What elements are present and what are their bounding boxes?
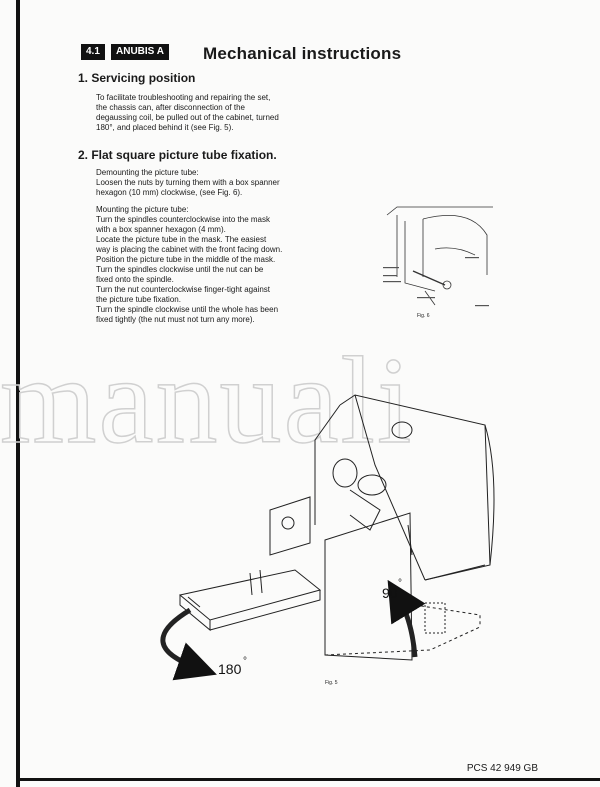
- text-line: the chassis can, after disconnection of …: [96, 103, 245, 112]
- text-line: fixed tightly (the nut must not turn any…: [96, 315, 255, 324]
- document-code: PCS 42 949 GB: [466, 763, 538, 774]
- text-line: way is placing the cabinet with the fron…: [96, 245, 283, 254]
- watermark-text: manuali: [0, 331, 414, 460]
- text-line: the picture tube fixation.: [96, 295, 181, 304]
- fig6-illustration: [383, 206, 493, 307]
- fig6-caption: Fig. 6: [417, 313, 430, 319]
- section-number-badge: 4.1: [81, 44, 105, 60]
- text-line: Locate the picture tube in the mask. The…: [96, 235, 267, 244]
- section1-heading: 1. Servicing position: [78, 71, 196, 85]
- text-line: 180°, and placed behind it (see Fig. 5).: [96, 123, 234, 132]
- text-line: with a box spanner hexagon (4 mm).: [96, 225, 226, 234]
- degree-symbol-180: °: [243, 656, 247, 667]
- section2-heading: 2. Flat square picture tube fixation.: [78, 148, 277, 162]
- text-line: To facilitate troubleshooting and repair…: [96, 93, 271, 102]
- text-line: hexagon (10 mm) clockwise, (see Fig. 6).: [96, 188, 243, 197]
- demount-text: Demounting the picture tube: Loosen the …: [96, 168, 280, 198]
- fig5-illustration: 180 ° 90 °: [160, 394, 495, 681]
- text-line: Loosen the nuts by turning them with a b…: [96, 178, 280, 187]
- degree-symbol-90: °: [398, 578, 402, 589]
- text-line: Demounting the picture tube:: [96, 168, 199, 177]
- model-badge: ANUBIS A: [111, 44, 169, 60]
- text-line: Turn the spindle clockwise until the who…: [96, 305, 279, 314]
- text-line: Turn the spindles counterclockwise into …: [96, 215, 271, 224]
- section1-text: To facilitate troubleshooting and repair…: [96, 93, 279, 133]
- mount-text: Mounting the picture tube: Turn the spin…: [96, 205, 282, 325]
- fig5-caption: Fig. 5: [325, 680, 338, 686]
- text-line: Position the picture tube in the middle …: [96, 255, 276, 264]
- text-line: Turn the nut counterclockwise finger-tig…: [96, 285, 271, 294]
- text-line: Mounting the picture tube:: [96, 205, 189, 214]
- watermark: manuali: [0, 330, 600, 460]
- page-bottom-border: [18, 778, 600, 781]
- angle-180-label: 180: [218, 661, 242, 677]
- text-line: Turn the spindles clockwise until the nu…: [96, 265, 264, 274]
- angle-90-label: 90: [382, 585, 398, 601]
- text-line: fixed onto the spindle.: [96, 275, 174, 284]
- text-line: degaussing coil, be pulled out of the ca…: [96, 113, 279, 122]
- page-left-border: [16, 0, 20, 787]
- page-title: Mechanical instructions: [203, 44, 402, 63]
